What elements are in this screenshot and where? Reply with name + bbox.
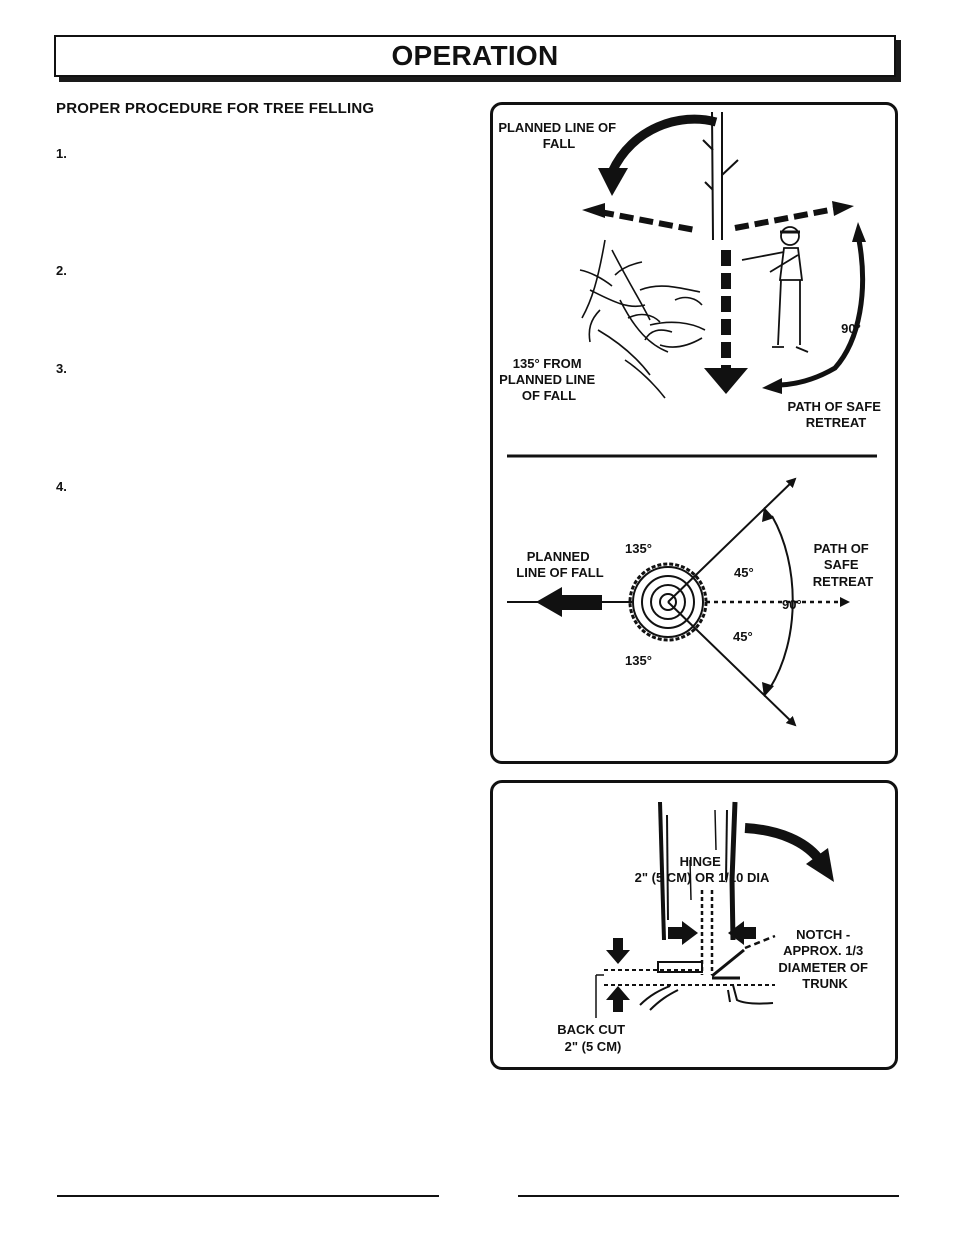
step-number-2: 2.: [56, 263, 67, 278]
fig2-planned-line-label: PLANNED LINE OF FALL: [516, 549, 603, 580]
dashed-perpendicular-lines: [582, 201, 854, 233]
upper-45-ray: [667, 477, 797, 603]
notch-cut-icon: [711, 934, 776, 980]
figure3-notch-diagram: HINGE 2" (5 CM) OR 1/10 DIA NOTCH - APPR…: [557, 801, 871, 1054]
step-number-3: 3.: [56, 361, 67, 376]
fig1-safe-retreat-label: PATH OF SAFE RETREAT: [787, 399, 884, 430]
figure1-tree-scene: PLANNED LINE OF FALL 135° FROM PLANNED L…: [498, 111, 884, 430]
figure2-angle-diagram: PLANNED LINE OF FALL 135° 135° 45° 45° 9…: [507, 477, 873, 727]
fig2-45-bottom-label: 45°: [733, 629, 753, 644]
fig2-safe-retreat-label: PATH OF SAFE RETREAT: [813, 541, 873, 589]
step-number-1: 1.: [56, 146, 67, 161]
fig3-back-cut-label: BACK CUT 2" (5 CM): [557, 1022, 629, 1054]
footer-rule-right: [518, 1195, 899, 1197]
back-cut-arrows: [595, 938, 630, 1018]
back-cut-icon: [604, 961, 775, 986]
notch-diagram-panel: [490, 780, 898, 1070]
safe-retreat-arc-arrow: [762, 222, 866, 394]
fig3-notch-label: NOTCH - APPROX. 1/3 DIAMETER OF TRUNK: [778, 927, 871, 991]
fig2-90-label: 90°: [782, 597, 802, 612]
hinge-dashed-lines: [700, 890, 714, 975]
retreat-90-arc-arrow: [762, 507, 794, 697]
fig2-45-top-label: 45°: [734, 565, 754, 580]
fig1-planned-line-label: PLANNED LINE OF FALL: [498, 120, 619, 151]
fig2-135-bottom-label: 135°: [625, 653, 652, 668]
fall-direction-curve-arrow: [598, 114, 718, 196]
fall-curve-arrow: [744, 823, 834, 882]
lower-45-ray: [667, 601, 797, 727]
section-heading: PROPER PROCEDURE FOR TREE FELLING: [56, 100, 375, 117]
page-title: OPERATION: [391, 40, 559, 71]
felling-diagram-panel: [490, 102, 898, 764]
fig3-hinge-label: HINGE 2" (5 CM) OR 1/10 DIA: [635, 854, 770, 885]
standing-tree-icon: [702, 111, 739, 241]
trunk-icon: [658, 801, 738, 941]
step-number-4: 4.: [56, 479, 67, 494]
hinge-arrows: [668, 921, 756, 945]
stump-base-icon: [639, 984, 774, 1011]
fallen-tree-brush-icon: [579, 239, 706, 399]
fig1-90-label: 90°: [841, 321, 861, 336]
header-banner: OPERATION: [54, 35, 896, 77]
footer-rule-left: [57, 1195, 439, 1197]
fig2-135-top-label: 135°: [625, 541, 652, 556]
planned-fall-left-arrow: [536, 587, 632, 617]
fig1-135-label: 135° FROM PLANNED LINE OF FALL: [499, 356, 599, 403]
worker-figure-icon: [741, 226, 809, 353]
planned-fall-down-arrow: [704, 250, 748, 394]
